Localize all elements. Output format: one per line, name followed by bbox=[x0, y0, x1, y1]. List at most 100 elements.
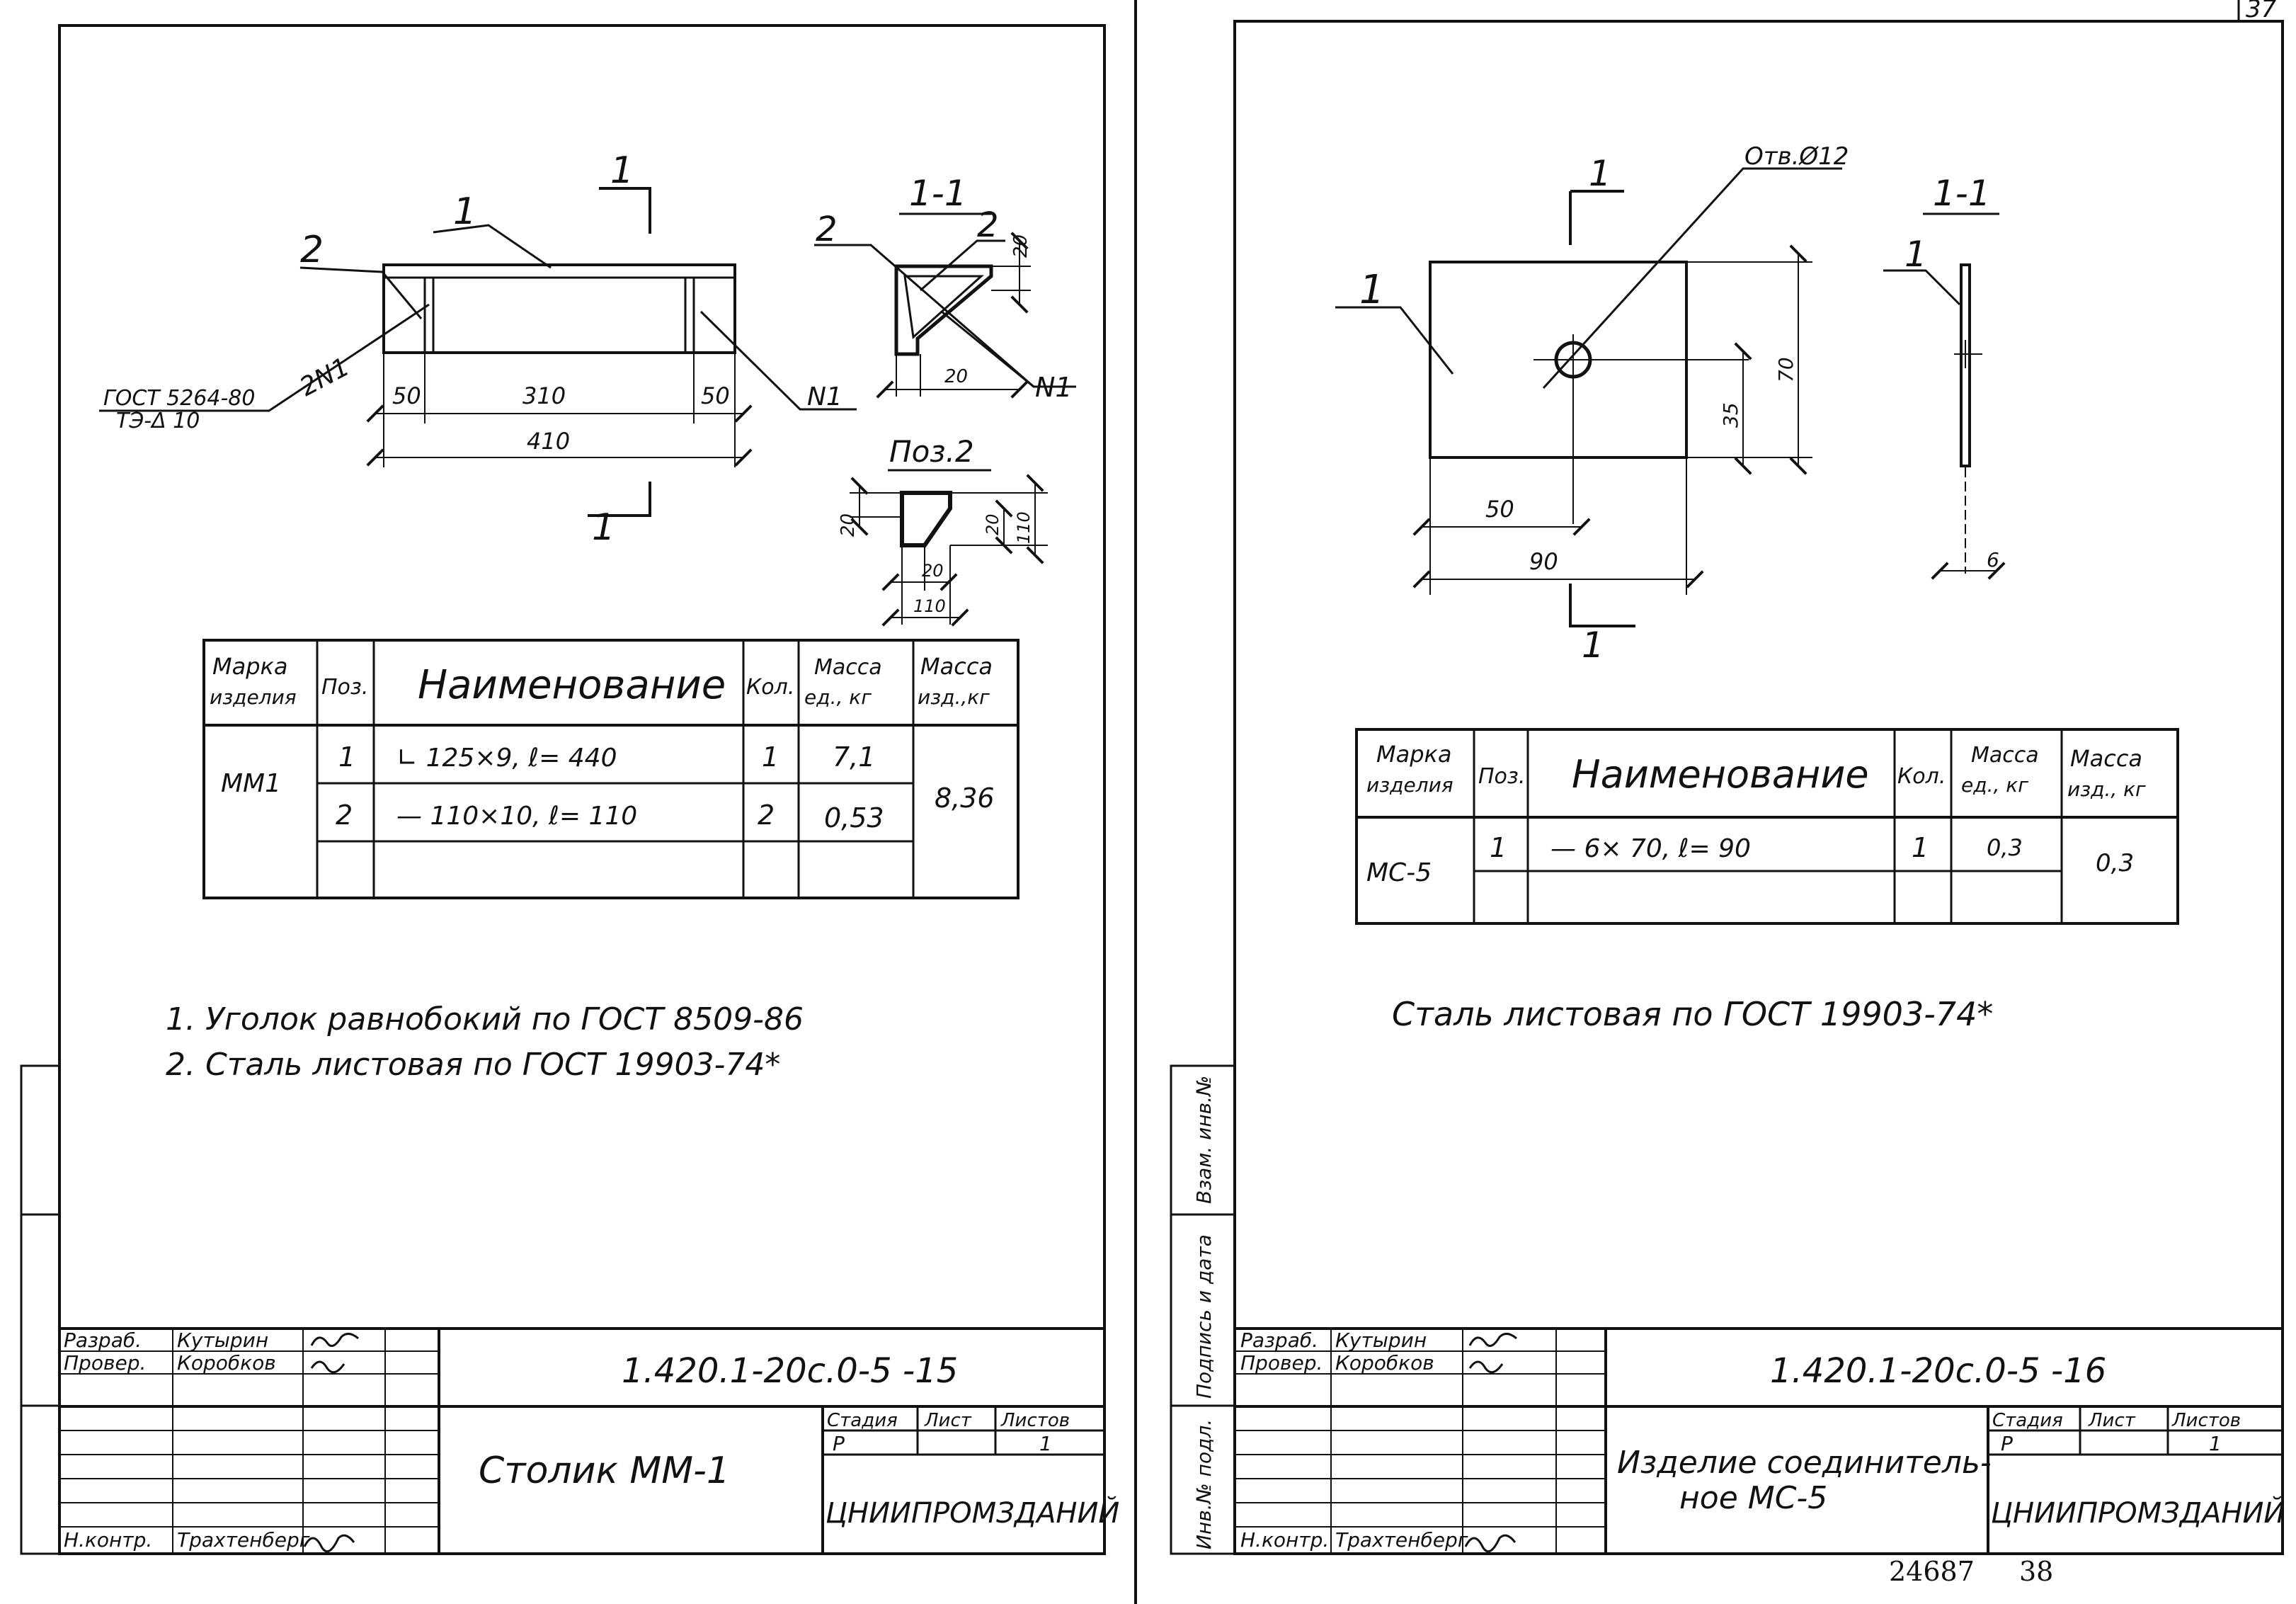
ms5-th-mass-unit-b: ед., кг bbox=[1961, 773, 2028, 797]
plate-dim-50: 50 bbox=[1485, 496, 1514, 523]
section-callout-2b: 2 bbox=[977, 205, 999, 245]
plate-dim-70: 70 bbox=[1774, 357, 1798, 382]
ms5-sheets-header: Листов bbox=[2171, 1410, 2241, 1431]
cell-pos-1: 1 bbox=[338, 741, 355, 773]
cell-total: 8,36 bbox=[935, 783, 995, 814]
ms5-plate-view: Отв.Ø12 1 1 1 50 90 35 70 bbox=[1335, 142, 1849, 666]
th-qty: Кол. bbox=[746, 675, 794, 700]
role-developer: Разраб. bbox=[64, 1329, 142, 1352]
right-sheet: Взам. инв.№ Подпись и дата Инв.№ подл. О… bbox=[1170, 20, 2285, 1587]
cell-qty-2: 2 bbox=[758, 800, 775, 831]
right-side-strip bbox=[1170, 1064, 1236, 1555]
th-mark-a: Марка bbox=[212, 653, 287, 680]
ms5-name-developer: Кутырин bbox=[1335, 1329, 1427, 1352]
plate-dim-90: 90 bbox=[1529, 548, 1558, 575]
pos2-dim-110-bottom: 110 bbox=[913, 596, 946, 616]
stage-header: Стадия bbox=[827, 1410, 898, 1431]
ms5-th-qty: Кол. bbox=[1897, 764, 1946, 789]
ms5-stage-value: Р bbox=[2001, 1432, 2013, 1455]
dim-50-right: 50 bbox=[701, 382, 730, 409]
ms5-role-developer: Разраб. bbox=[1240, 1329, 1318, 1352]
ms5-role-checker: Провер. bbox=[1240, 1351, 1323, 1375]
left-side-strip bbox=[20, 1064, 61, 1555]
ms5-doc-title-line1: Изделие соединитель- bbox=[1617, 1445, 1992, 1481]
pos2-dim-20-left: 20 bbox=[838, 513, 859, 537]
th-mark-b: изделия bbox=[210, 686, 297, 709]
ms5-th-mark-b: изделия bbox=[1366, 773, 1453, 797]
name-norm-control: Трахтенберг bbox=[177, 1528, 310, 1552]
ms5-cell-pos-1: 1 bbox=[1490, 832, 1507, 863]
hole-label: Отв.Ø12 bbox=[1744, 142, 1849, 171]
side-label-signature: Подпись и дата bbox=[1192, 1234, 1216, 1399]
ms5-name-norm-control: Трахтенберг bbox=[1335, 1528, 1468, 1552]
role-norm-control: Н.контр. bbox=[64, 1528, 152, 1552]
cell-qty-1: 1 bbox=[762, 741, 779, 773]
note-2: 2. Сталь листовая по ГОСТ 19903-74* bbox=[166, 1047, 780, 1083]
ms5-cell-mass-1: 0,3 bbox=[1987, 834, 2023, 861]
pos2-dim-20-bottom: 20 bbox=[922, 561, 944, 581]
pos2-detail: Поз.2 20 20 110 20 110 bbox=[838, 434, 1048, 627]
ms5-doc-code: 1.420.1-20с.0-5 -16 bbox=[1770, 1351, 2106, 1391]
dim-410: 410 bbox=[527, 428, 570, 455]
ms5-cell-total: 0,3 bbox=[2096, 849, 2134, 877]
ms5-note: Сталь листовая по ГОСТ 19903-74* bbox=[1392, 995, 1993, 1033]
th-mass-item-a: Масса bbox=[920, 653, 993, 680]
dim-310: 310 bbox=[522, 382, 566, 409]
footer-page-number: 38 bbox=[2019, 1556, 2053, 1587]
sheet-header: Лист bbox=[924, 1410, 972, 1431]
cell-name-2: — 110×10, ℓ= 110 bbox=[396, 802, 637, 831]
ms5-role-norm-control: Н.контр. bbox=[1240, 1528, 1329, 1552]
mm1-top-view: 1 1 1 2 ГОСТ 5264-80 ТЭ-Δ 10 2N1 N1 50 3… bbox=[99, 149, 857, 549]
ms5-signature-norm-control bbox=[1464, 1534, 1517, 1553]
ms5-cell-qty-1: 1 bbox=[1912, 832, 1929, 863]
ms5-signature-developer bbox=[1468, 1333, 1517, 1347]
mm1-section: 1-1 2 2 N1 20 20 bbox=[814, 173, 1076, 403]
doc-title: Столик ММ-1 bbox=[479, 1450, 730, 1492]
ms5-signature-checker bbox=[1468, 1360, 1504, 1374]
left-sheet: 1 1 1 2 ГОСТ 5264-80 ТЭ-Δ 10 2N1 N1 50 3… bbox=[20, 24, 1119, 1555]
cell-mark: ММ1 bbox=[221, 769, 281, 798]
role-checker: Провер. bbox=[64, 1351, 146, 1375]
plate-dim-35: 35 bbox=[1719, 402, 1742, 428]
ms5-cell-mark: МС-5 bbox=[1366, 858, 1432, 887]
sheets-value: 1 bbox=[1039, 1432, 1052, 1455]
plate-section-mark-bottom: 1 bbox=[1582, 625, 1604, 666]
ms5-section-title: 1-1 bbox=[1933, 173, 1991, 214]
gost-weld-label: ГОСТ 5264-80 bbox=[103, 386, 255, 411]
ms5-th-mass-item-b: изд., кг bbox=[2067, 778, 2146, 801]
sheets-header: Листов bbox=[1000, 1410, 1070, 1431]
pos2-dim-20-right: 20 bbox=[983, 513, 1003, 535]
section-weld-label: N1 bbox=[1035, 372, 1073, 403]
ms5-section-dim-6: 6 bbox=[1987, 548, 1999, 571]
th-mass-unit-a: Масса bbox=[814, 655, 882, 680]
section-dim-20-h: 20 bbox=[944, 366, 968, 387]
stage-value: Р bbox=[833, 1432, 845, 1455]
cell-pos-2: 2 bbox=[336, 800, 353, 831]
corner-number: 37 bbox=[2246, 0, 2277, 23]
footer-archive-number: 24687 bbox=[1889, 1556, 1975, 1587]
ms5-th-pos: Поз. bbox=[1478, 764, 1525, 789]
ms5-spec-table: Марка изделия Поз. Наименование Кол. Мас… bbox=[1355, 728, 2179, 925]
electrode-label: ТЭ-Δ 10 bbox=[116, 409, 200, 433]
cell-mass-1: 7,1 bbox=[833, 741, 875, 773]
th-pos: Поз. bbox=[321, 675, 368, 700]
signature-norm-control bbox=[303, 1534, 355, 1553]
weld-label-right: N1 bbox=[807, 382, 843, 411]
th-mass-unit-b: ед., кг bbox=[804, 686, 872, 709]
ms5-doc-title-line2: ное МС-5 bbox=[1679, 1480, 1827, 1516]
doc-code: 1.420.1-20с.0-5 -15 bbox=[622, 1351, 958, 1391]
ms5-th-mass-unit-a: Масса bbox=[1971, 743, 2039, 768]
cell-name-1: ∟ 125×9, ℓ= 440 bbox=[396, 744, 617, 773]
ms5-th-mark-a: Марка bbox=[1376, 741, 1451, 768]
ms5-org-name: ЦНИИПРОМЗДАНИЙ bbox=[1991, 1496, 2285, 1530]
signature-developer bbox=[310, 1333, 359, 1347]
plate-pos-callout: 1 bbox=[1359, 267, 1385, 313]
left-title-block: Разраб. Провер. Н.контр. Кутырин Коробко… bbox=[58, 1327, 1119, 1555]
name-developer: Кутырин bbox=[177, 1329, 268, 1352]
ms5-th-name: Наименование bbox=[1572, 752, 1869, 797]
right-title-block: Разраб. Провер. Н.контр. Кутырин Коробко… bbox=[1233, 1327, 2285, 1555]
section-mark-bottom: 1 bbox=[592, 506, 615, 549]
side-label-inventory: Инв.№ подл. bbox=[1192, 1419, 1216, 1549]
pos-callout-1: 1 bbox=[453, 190, 476, 233]
